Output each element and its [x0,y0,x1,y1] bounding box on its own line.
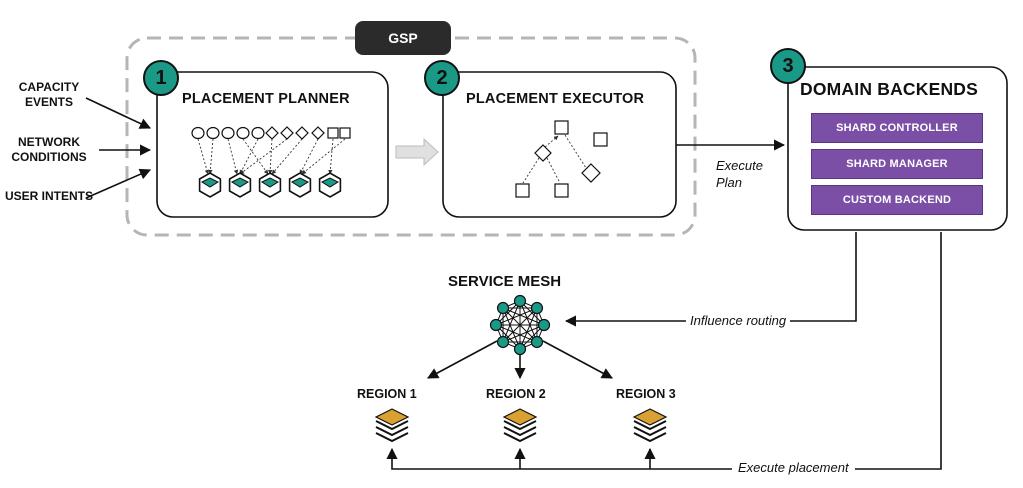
gsp-label: GSP [355,21,451,55]
planner-node-hexes [198,172,342,198]
planner-dotted-edges [197,138,346,175]
input-capacity-events: CAPACITY EVENTS [18,80,80,109]
planner-node-3 [258,172,282,198]
region-2-label: REGION 2 [486,387,546,401]
executor-dotted-edges [522,134,587,184]
execute-placement-label: Execute placement [732,460,855,475]
region-3-label: REGION 3 [616,387,676,401]
mesh-to-region-3 [542,340,613,379]
backends-title: DOMAIN BACKENDS [800,79,978,99]
planner-node-4 [288,172,312,198]
region-1-label: REGION 1 [357,387,417,401]
backend-custom-backend: CUSTOM BACKEND [811,185,983,215]
executor-title: PLACEMENT EXECUTOR [466,91,645,107]
region-1-stack-icon [374,408,410,443]
backend-shard-controller: SHARD CONTROLLER [811,113,983,143]
planner-node-2 [228,172,252,198]
input-arrow-intents [85,168,152,199]
backends-number-badge: 3 [770,48,806,84]
planner-node-1 [198,172,222,198]
influence-routing-connector [564,232,857,327]
mesh-to-region-1 [427,340,498,379]
service-mesh-icon [489,294,551,356]
input-network-conditions: NETWORK CONDITIONS [11,135,87,164]
planner-number-badge: 1 [143,60,179,96]
executor-number-badge: 2 [424,60,460,96]
input-arrow-capacity [85,97,152,129]
planner-to-executor-arrow [395,137,439,167]
input-user-intents: USER INTENTS [4,189,93,203]
planner-title: PLACEMENT PLANNER [182,91,350,107]
backend-shard-manager: SHARD MANAGER [811,149,983,179]
execute-placement-connector [386,232,942,470]
region-3-stack-icon [632,408,668,443]
region-2-stack-icon [502,408,538,443]
influence-routing-label: Influence routing [686,313,791,328]
service-mesh-title: SERVICE MESH [448,273,562,290]
execute-plan-label: Execute Plan [716,158,763,190]
executor-graph [515,120,608,198]
planner-node-5 [318,172,342,198]
